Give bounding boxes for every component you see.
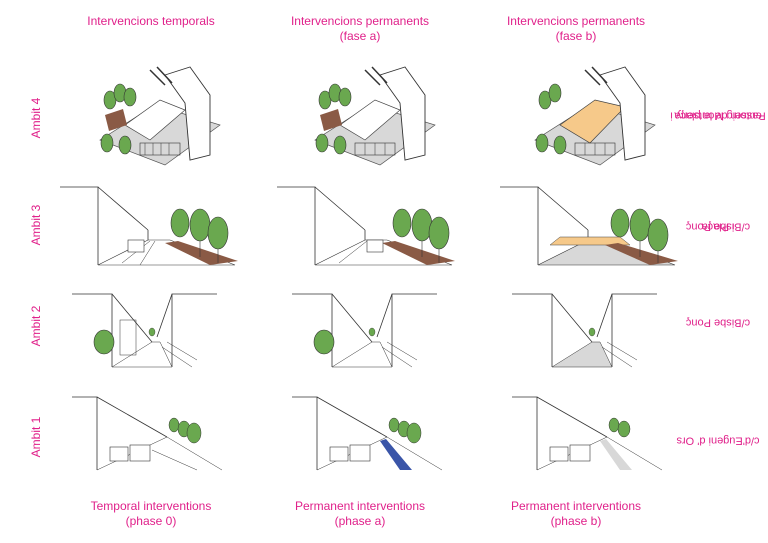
street-sketch	[512, 396, 663, 471]
panel-ambit2-temporal	[72, 292, 222, 372]
caption-sub: (phase b)	[550, 514, 602, 528]
caption-sub: (phase 0)	[125, 514, 177, 528]
street-line-2: i Plaça	[701, 220, 735, 233]
street-sketch	[72, 396, 223, 471]
column-title: Intervencions permanents	[506, 14, 646, 28]
column-caption-permanent-a: Permanent interventions (phase a)	[260, 499, 460, 529]
panel-ambit3-permanent-b	[500, 185, 680, 270]
street-sketch	[292, 293, 437, 368]
panel-ambit2-permanent-a	[292, 292, 442, 372]
street-sketch	[277, 186, 455, 266]
column-header-temporal: Intervencions temporals	[51, 14, 251, 29]
row-label-text: Ambit 1	[29, 416, 43, 458]
column-title: Intervencions permanents	[290, 14, 430, 28]
caption-title: Temporal interventions	[90, 499, 212, 513]
column-caption-permanent-b: Permanent interventions (phase b)	[476, 499, 676, 529]
panel-ambit3-permanent-a	[277, 185, 457, 270]
street-line-1: c/Bisbe Ponç	[685, 316, 751, 329]
aerial-sketch	[314, 66, 436, 166]
column-caption-temporal: Temporal interventions (phase 0)	[51, 499, 251, 529]
panel-ambit4-permanent-a	[310, 55, 440, 170]
column-header-permanent-a: Intervencions permanents (fase a)	[260, 14, 460, 44]
panel-ambit1-permanent-a	[292, 395, 447, 475]
panel-ambit1-temporal	[72, 395, 227, 475]
caption-title: Permanent interventions	[510, 499, 642, 513]
row-label-text: Ambit 4	[29, 97, 43, 139]
aerial-sketch	[534, 66, 656, 166]
street-line-1: c/d'Eugeni d' Ors	[676, 434, 760, 447]
aerial-sketch	[99, 66, 221, 166]
panel-ambit4-permanent-b	[530, 55, 660, 170]
caption-sub: (phase a)	[334, 514, 386, 528]
panel-ambit2-permanent-b	[512, 292, 662, 372]
row-label-text: Ambit 3	[29, 204, 43, 246]
panel-ambit1-permanent-b	[512, 395, 667, 475]
street-sketch	[292, 396, 443, 471]
column-subtitle: (fase b)	[555, 29, 597, 43]
column-title: Intervencions temporals	[87, 14, 215, 28]
row-label-text: Ambit 2	[29, 305, 43, 347]
street-line-2: entorn de la plaça	[674, 109, 762, 122]
column-subtitle: (fase a)	[339, 29, 381, 43]
panel-ambit4-temporal	[95, 55, 225, 170]
street-sketch	[512, 293, 657, 368]
column-header-permanent-b: Intervencions permanents (fase b)	[476, 14, 676, 44]
street-sketch	[60, 186, 238, 266]
caption-title: Permanent interventions	[294, 499, 426, 513]
panel-ambit3-temporal	[60, 185, 240, 270]
street-sketch	[500, 186, 678, 266]
street-sketch	[72, 293, 217, 368]
